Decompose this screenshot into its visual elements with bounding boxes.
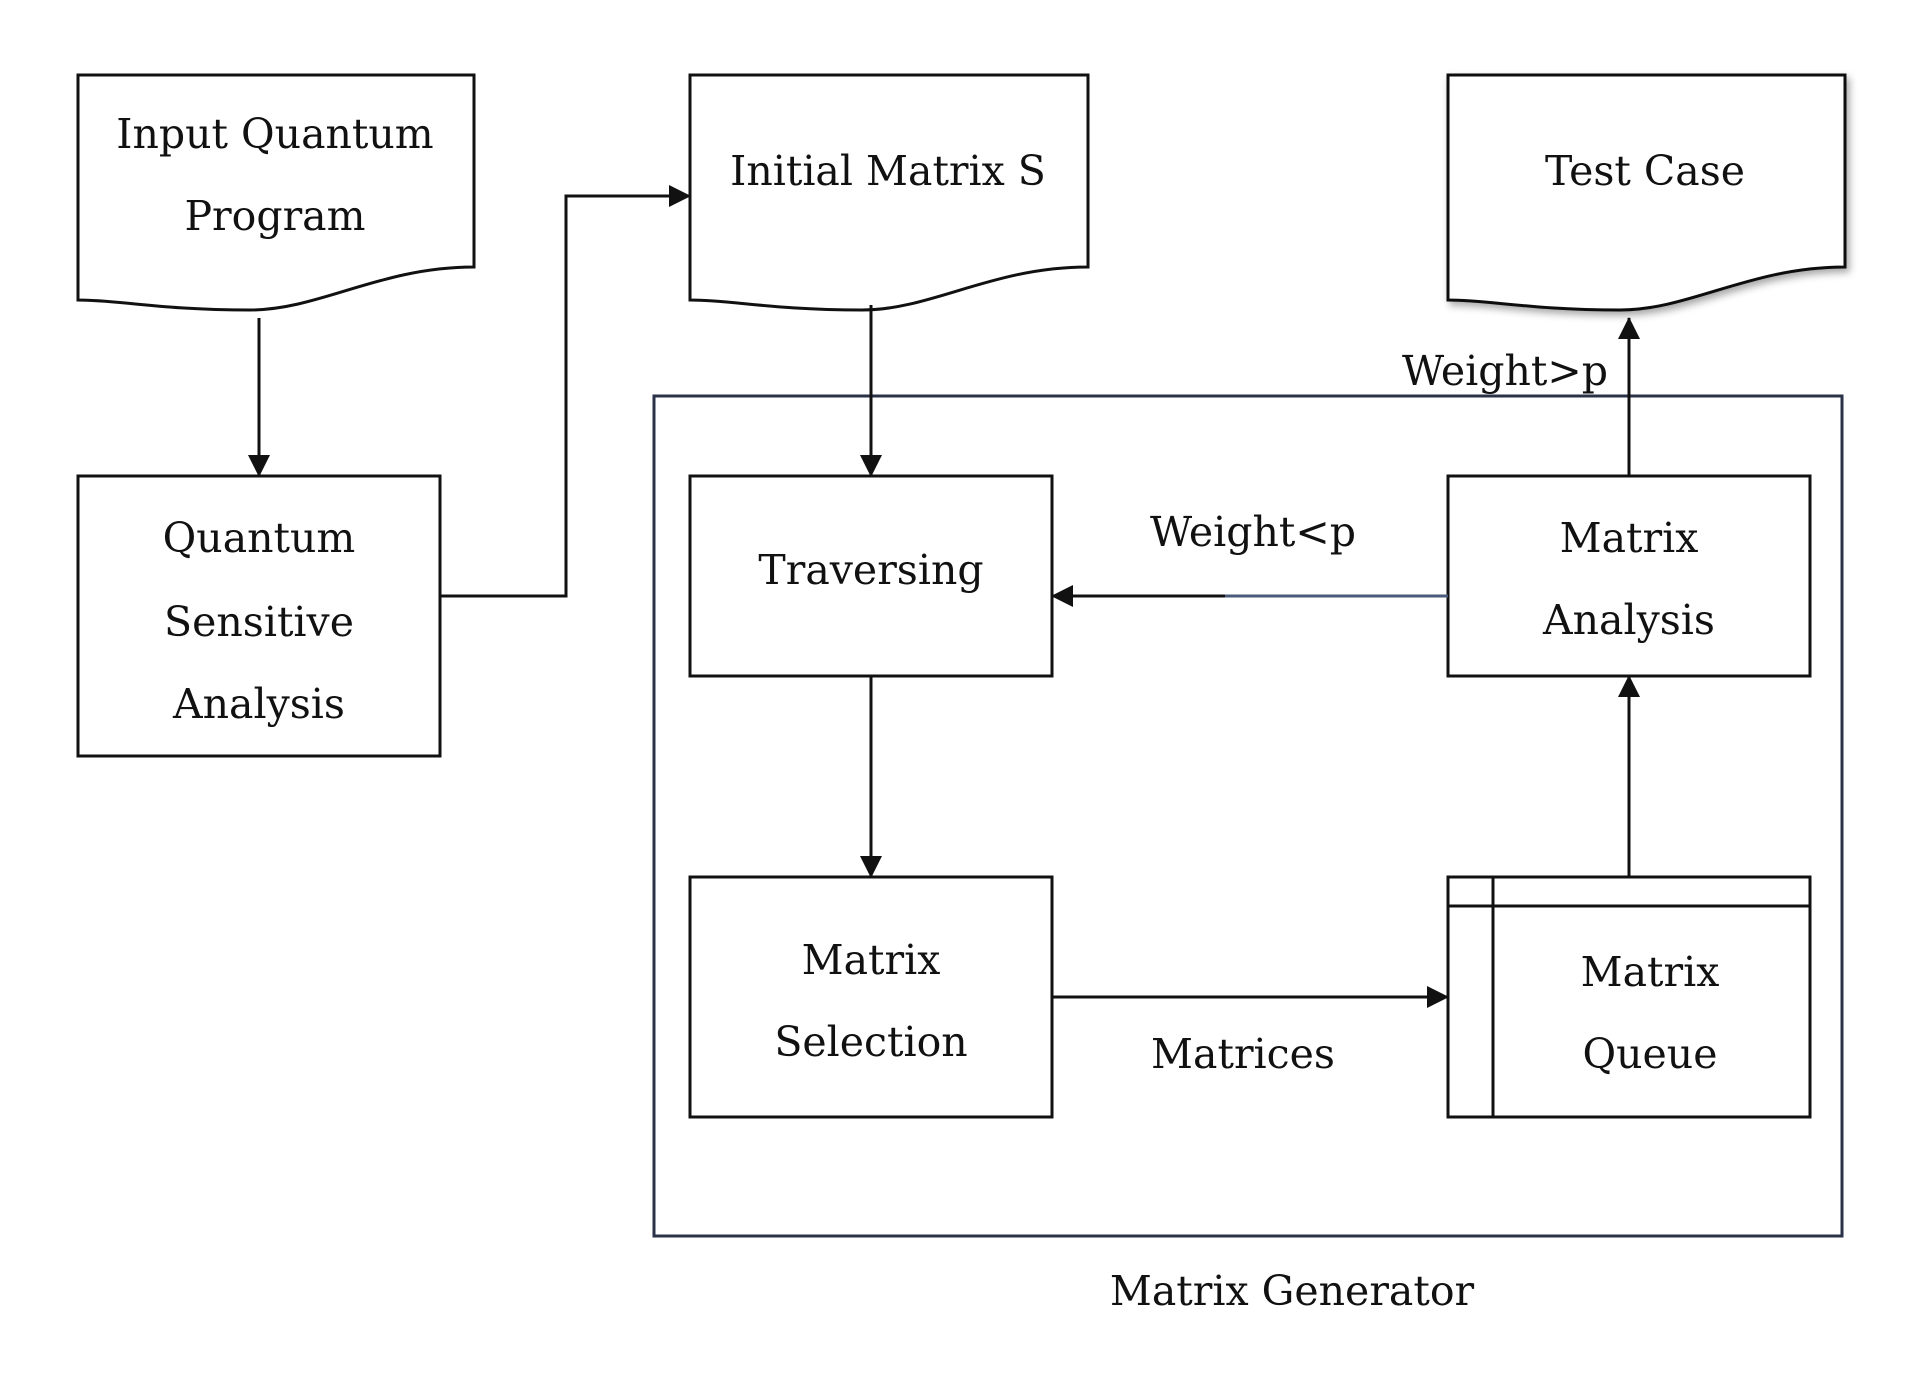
matrix-selection-line1: Matrix <box>802 936 941 984</box>
matrix-queue-box: Matrix Queue <box>1446 875 1812 1119</box>
input-program-document: Input Quantum Program <box>76 73 476 312</box>
matrix-selection-line2: Selection <box>774 1018 967 1066</box>
initial-matrix-document: Initial Matrix S <box>688 73 1090 312</box>
test-case-label: Test Case <box>1545 147 1745 195</box>
sensitive-analysis-box: Quantum Sensitive Analysis <box>76 474 442 758</box>
traversing-label: Traversing <box>758 546 983 594</box>
input-program-label-line2: Program <box>184 192 365 240</box>
input-program-label-line1: Input Quantum <box>116 110 433 158</box>
edge-label-weight-gt: Weight>p <box>1402 347 1608 395</box>
edge-analysis-to-initial-matrix <box>440 185 691 598</box>
matrix-analysis-box: Matrix Analysis <box>1446 474 1812 678</box>
matrix-selection-box: Matrix Selection <box>688 875 1054 1119</box>
matrix-queue-line2: Queue <box>1583 1030 1718 1078</box>
matrix-generator-container <box>652 394 1844 1238</box>
sensitive-analysis-line2: Sensitive <box>164 598 354 646</box>
matrix-queue-line1: Matrix <box>1581 948 1720 996</box>
sensitive-analysis-line3: Analysis <box>172 680 345 728</box>
edge-label-weight-lt: Weight<p <box>1150 508 1356 556</box>
traversing-box: Traversing <box>688 474 1054 678</box>
matrix-analysis-line1: Matrix <box>1560 514 1699 562</box>
matrix-analysis-line2: Analysis <box>1542 596 1715 644</box>
matrix-generator-label: Matrix Generator <box>1110 1267 1475 1315</box>
edge-label-matrices: Matrices <box>1151 1030 1335 1078</box>
test-case-document: Test Case <box>1446 73 1847 312</box>
sensitive-analysis-line1: Quantum <box>163 514 356 562</box>
initial-matrix-label: Initial Matrix S <box>730 147 1046 195</box>
